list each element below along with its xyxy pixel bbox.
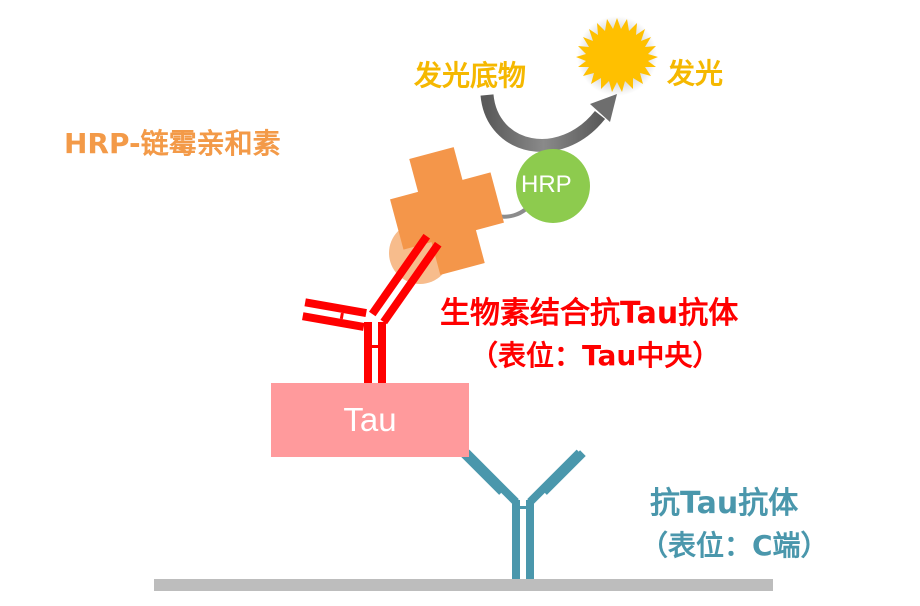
hrp-node-label: HRP: [521, 171, 572, 198]
capture-antibody-label-line1: 抗Tau抗体: [650, 486, 799, 521]
luminescence-label: 发光: [667, 57, 724, 90]
reaction-arrow-icon: [480, 94, 617, 152]
biotin-antibody-label-line2: （表位：Tau中央）: [470, 339, 721, 372]
plate-surface: [154, 579, 773, 591]
biotinylated-antibody-icon: [302, 233, 442, 386]
capture-antibody-icon: [460, 449, 586, 580]
biotin-antibody-label-line1: 生物素结合抗Tau抗体: [440, 296, 739, 331]
capture-antibody-label-line2: （表位：C端）: [640, 529, 829, 562]
tau-label: Tau: [343, 401, 397, 438]
substrate-label: 发光底物: [414, 59, 527, 92]
luminescence-sun-icon: [576, 16, 658, 96]
hrp-enzyme-node: [516, 149, 590, 223]
hrp-streptavidin-label: HRP-链霉亲和素: [64, 127, 281, 160]
tau-antigen-box: Tau: [271, 383, 469, 457]
streptavidin-cross-icon: [390, 147, 504, 275]
